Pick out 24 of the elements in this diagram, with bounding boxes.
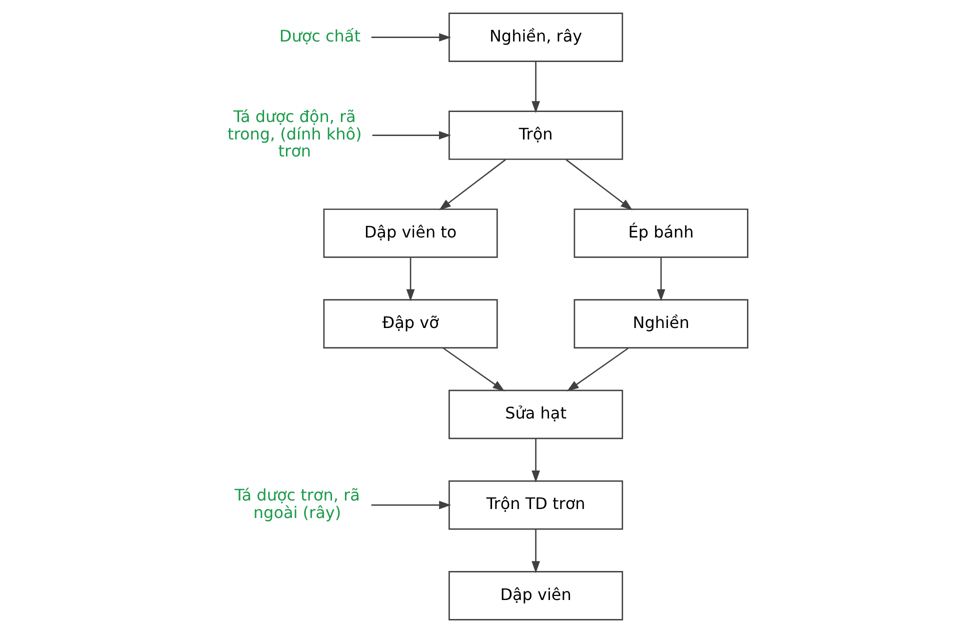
node-box: Nghiền, rây (448, 12, 624, 62)
node-text: Tá dược độn, rã trong, (dính khô) trơn (227, 107, 362, 161)
arrow (566, 348, 629, 392)
arrow (532, 62, 540, 114)
arrow (656, 258, 666, 302)
arrow (371, 500, 452, 510)
node-text: Dược chất (279, 26, 360, 46)
node-box: Ép bánh (574, 208, 748, 258)
node-text: Tá dược trơn, rã ngoài (rây) (234, 486, 360, 522)
node-box: Nghiền (574, 299, 748, 348)
arrow (438, 159, 506, 210)
node-box: Đập vỡ (323, 299, 498, 348)
node-box: Trộn (448, 110, 624, 160)
arrow (532, 530, 540, 574)
arrow (371, 33, 452, 42)
arrow (372, 131, 451, 140)
arrow (566, 159, 633, 210)
node-box: Dập viên to (323, 208, 498, 258)
arrow (532, 438, 540, 482)
arrow (443, 348, 505, 392)
arrow (406, 258, 415, 302)
node-box: Dập viên (448, 571, 624, 620)
node-box: Trộn TD trơn (448, 480, 624, 530)
node-box: Sửa hạt (448, 390, 624, 440)
